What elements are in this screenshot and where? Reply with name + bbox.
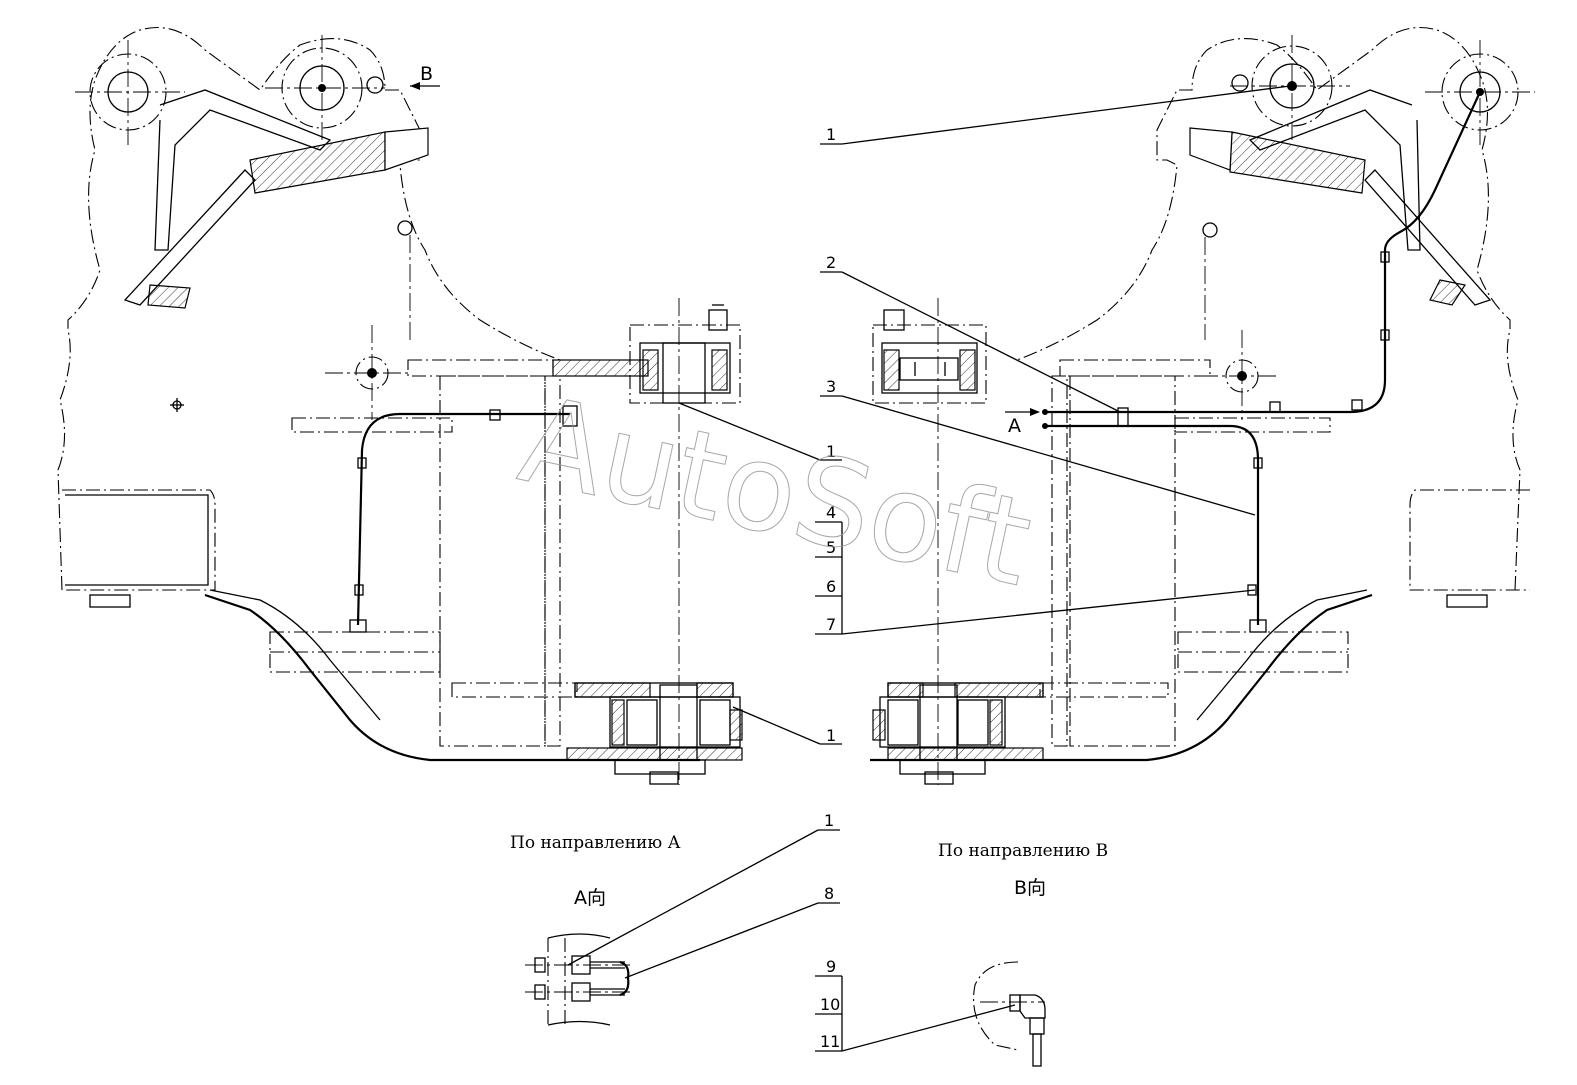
left-frame	[57, 26, 743, 785]
caption-view-b-ru: По направлению В	[938, 841, 1108, 861]
view-arrow-b: B	[410, 63, 440, 90]
caption-view-b-cn: B向	[1014, 877, 1046, 899]
callout-9: 9	[826, 957, 836, 976]
leader-lines	[567, 85, 1291, 1052]
callout-3: 3	[826, 377, 836, 396]
callout-10: 10	[820, 995, 840, 1014]
view-b-detail	[973, 961, 1046, 1067]
caption-view-a-ru: По направлению А	[510, 833, 681, 853]
callout-1-mid: 1	[826, 442, 836, 461]
callout-4: 4	[826, 503, 836, 522]
callout-1-top: 1	[826, 125, 836, 144]
arrow-a-letter: A	[1008, 415, 1021, 437]
callout-8: 8	[824, 884, 834, 903]
callout-6: 6	[826, 577, 836, 596]
watermark-logo: AutoSoft	[509, 371, 1042, 614]
caption-view-a-cn: A向	[574, 887, 606, 909]
callout-7: 7	[826, 615, 836, 634]
arrow-b-letter: B	[420, 63, 433, 85]
callout-1-low: 1	[826, 726, 836, 745]
captions: По направлению А A向 По направлению В B向	[510, 833, 1108, 909]
view-arrow-a: A	[1005, 408, 1040, 437]
view-a-detail	[525, 933, 630, 1026]
callout-11: 11	[820, 1032, 840, 1051]
callout-2: 2	[826, 253, 836, 272]
callout-5: 5	[826, 538, 836, 557]
right-frame	[870, 26, 1535, 785]
callout-1-bottom: 1	[824, 811, 834, 830]
callout-numbers: 1 2 3 1 4 5 6 7 1 1 8 9 10 11	[820, 125, 840, 1051]
